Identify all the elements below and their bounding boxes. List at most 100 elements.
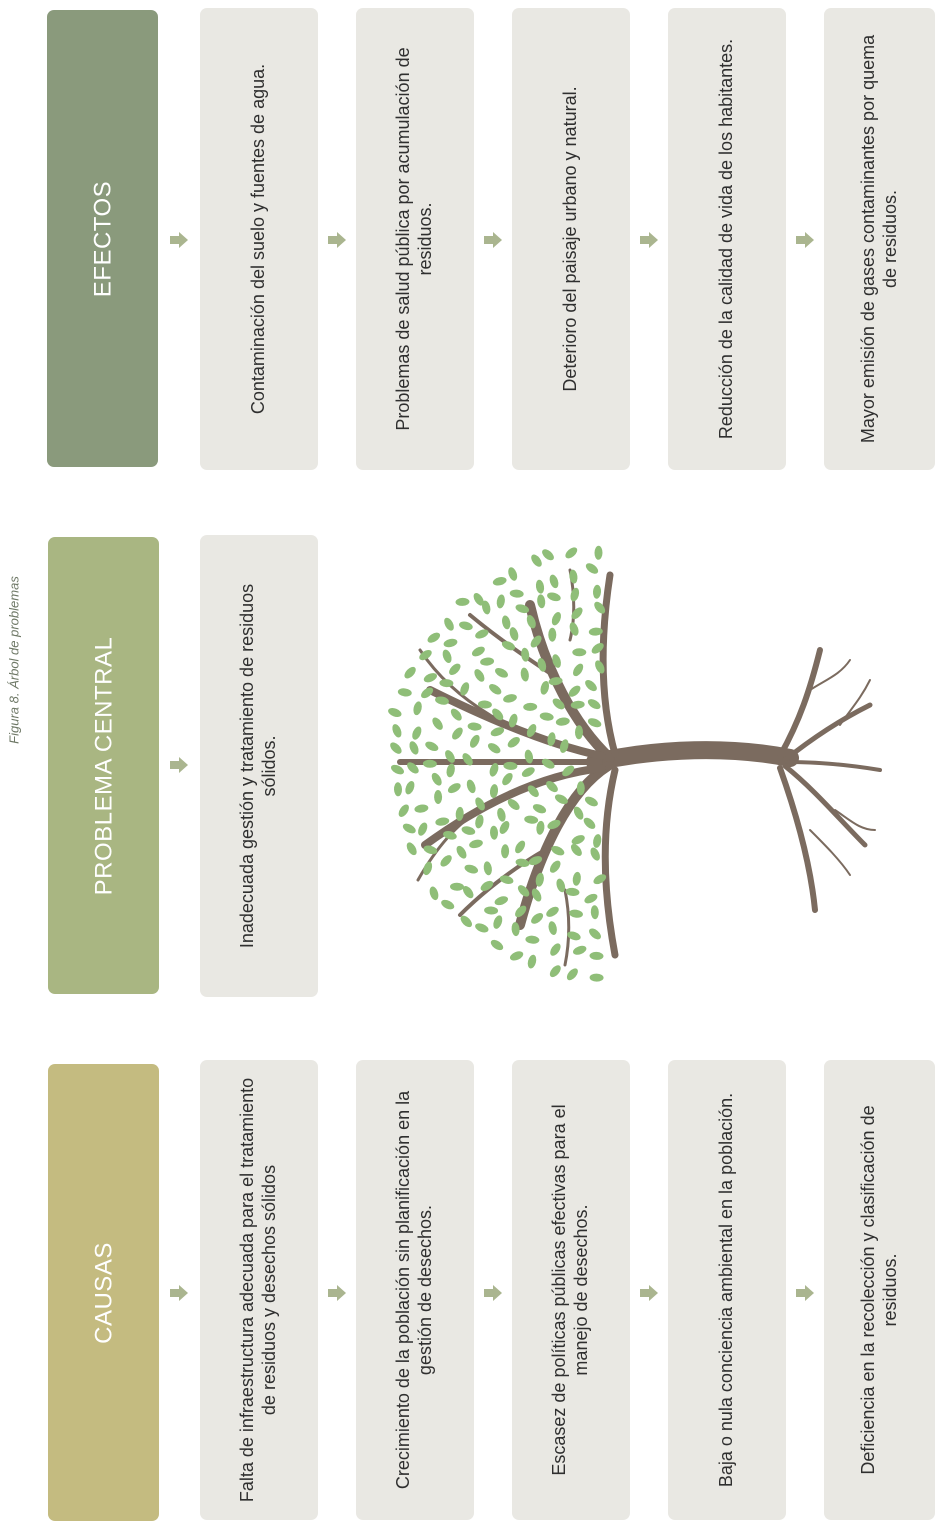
effect-card-text: Mayor emisión de gases contaminantes por… <box>857 34 900 444</box>
tree-leaf <box>527 785 539 798</box>
tree-leaf <box>565 887 580 896</box>
tree-leaf <box>530 635 542 648</box>
tree-leaf <box>593 874 607 885</box>
tree-leaf <box>525 935 540 944</box>
tree-leaf <box>587 699 601 710</box>
tree-leaf <box>549 860 561 873</box>
tree-leaf <box>572 648 587 657</box>
tree-leaf <box>460 915 473 928</box>
tree-leaf <box>555 717 570 726</box>
arrow-right-icon <box>796 232 814 248</box>
tree-leaf <box>449 663 461 676</box>
tree-leaf <box>452 727 463 740</box>
problem-card: Inadecuada gestión y tratamiento de resi… <box>200 535 318 997</box>
tree-leaf <box>532 804 547 814</box>
tree-leaf <box>501 641 516 651</box>
tree-leaf <box>511 922 520 937</box>
tree-leaf <box>585 680 597 692</box>
tree-leaf <box>487 743 501 754</box>
tree-leaf <box>393 782 403 797</box>
tree-leaf <box>594 601 606 614</box>
tree-leaf <box>462 886 474 899</box>
tree-leaf <box>390 742 402 754</box>
effect-card-text: Reducción de la calidad de vida de los h… <box>716 38 737 440</box>
arrow-right-icon <box>640 232 658 248</box>
tree-leaf <box>441 899 455 910</box>
tree-leaf <box>568 685 581 697</box>
tree-leaf <box>432 717 443 730</box>
tree-leaf <box>431 772 442 786</box>
effect-card-text: Deterioro del paisaje urbano y natural. <box>560 86 581 392</box>
tree-leaf <box>419 649 432 661</box>
tree-leaf <box>496 594 505 609</box>
tree-leaf <box>492 577 507 586</box>
tree-leaf <box>422 759 437 768</box>
tree-leaf <box>595 660 605 674</box>
tree-leaf <box>559 739 569 753</box>
tree-leaf <box>397 688 412 697</box>
tree-leaf <box>549 965 561 978</box>
tree-leaf <box>412 726 422 740</box>
tree-leaf <box>475 923 489 933</box>
tree-leaf <box>477 700 492 709</box>
tree-leaf <box>443 638 458 648</box>
tree-leaf <box>547 732 556 747</box>
tree-leaf <box>517 885 530 897</box>
tree-leaf <box>450 882 464 891</box>
tree-leaf <box>447 783 461 794</box>
tree-leaf <box>492 708 504 721</box>
tree-leaf <box>469 734 480 748</box>
tree-leaf <box>531 888 542 902</box>
tree-leaf <box>455 806 464 821</box>
tree-leaf <box>391 764 404 775</box>
tree-leaf <box>551 612 561 626</box>
cause-card-text: Crecimiento de la población sin planific… <box>393 1090 435 1490</box>
tree-leaf <box>592 584 602 599</box>
tree-leaf <box>541 758 555 769</box>
tree-leaf <box>421 687 434 699</box>
effect-card-3: Deterioro del paisaje urbano y natural. <box>512 8 630 470</box>
cause-card-text: Falta de infraestructura adecuada para e… <box>237 1077 279 1503</box>
tree-leaf <box>423 673 437 683</box>
tree-leaf <box>526 615 536 629</box>
tree-leaf <box>467 722 482 731</box>
tree-leaf <box>548 921 557 935</box>
tree-leaf <box>388 708 402 717</box>
tree-leaf <box>459 621 473 631</box>
arrow-right-icon <box>796 1285 814 1301</box>
effect-card-text: Problemas de salud pública por acumulaci… <box>393 47 435 431</box>
effect-card-4: Reducción de la calidad de vida de los h… <box>668 8 786 470</box>
tree-leaf <box>589 951 604 960</box>
tree-leaf <box>475 797 485 811</box>
tree-leaf <box>535 579 545 594</box>
tree-leaf <box>489 784 499 799</box>
tree-leaf <box>550 943 561 956</box>
tree-leaf <box>392 724 402 738</box>
tree-leaf <box>567 931 581 941</box>
tree-leaf <box>508 713 518 728</box>
tree-leaf <box>439 679 454 688</box>
tree-leaf <box>509 589 524 598</box>
tree-leaf <box>537 594 546 609</box>
tree-leaf <box>413 701 422 716</box>
tree-leaf <box>502 615 511 630</box>
tree-leaf <box>583 817 596 829</box>
tree-leaf <box>573 663 584 677</box>
tree-leaf <box>493 915 503 929</box>
tree-leaf <box>527 954 537 969</box>
tree-leaf <box>480 657 495 666</box>
header-causas-label: CAUSAS <box>89 1241 117 1344</box>
tree-leaf <box>402 823 416 834</box>
tree-leaf <box>548 627 557 642</box>
tree-leaf <box>574 725 584 740</box>
tree-leaf <box>531 554 542 567</box>
cause-card-1: Falta de infraestructura adecuada para e… <box>200 1060 318 1520</box>
problem-card-text: Inadecuada gestión y tratamiento de resi… <box>237 583 279 949</box>
tree-leaf <box>521 647 530 662</box>
cause-card-text: Escasez de políticas públicas efectivas … <box>549 1104 591 1476</box>
tree-leaf <box>503 694 517 703</box>
tree-leaf <box>460 682 470 696</box>
tree-leaf <box>423 861 433 876</box>
header-efectos: EFECTOS <box>47 10 158 467</box>
tree-leaf <box>565 547 578 559</box>
